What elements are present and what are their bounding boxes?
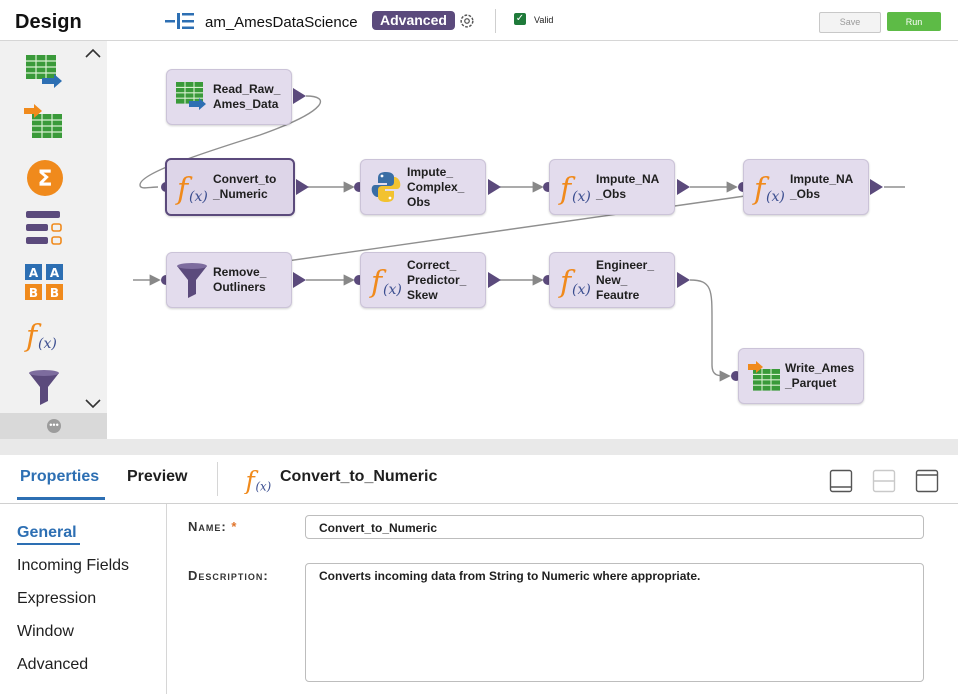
chevron-up-icon[interactable]: [84, 46, 102, 60]
selected-object-title: Convert_to_Numeric: [280, 468, 438, 485]
mode-badge[interactable]: Advanced: [372, 11, 455, 30]
nav-item-expression[interactable]: Expression: [17, 590, 97, 607]
source-table-icon[interactable]: [22, 52, 66, 92]
nav-item-advanced[interactable]: Advanced: [17, 656, 89, 673]
node-label: Write_Ames _Parquet: [785, 361, 855, 390]
name-label-text: Name:: [188, 519, 227, 534]
valid-label: Valid: [534, 15, 554, 25]
tab-preview[interactable]: Preview: [127, 468, 188, 485]
description-field[interactable]: Converts incoming data from String to Nu…: [305, 563, 924, 682]
expression-fx-icon: [752, 172, 785, 205]
node-read-raw-ames-data[interactable]: Read_Raw_ Ames_Data: [166, 69, 292, 125]
expression-fx-icon: [369, 265, 402, 298]
python-icon: [371, 172, 401, 202]
node-label: Correct_ Predictor_ Skew: [407, 257, 467, 302]
properties-tab-bar: [0, 455, 958, 504]
active-nav-indicator: [17, 543, 80, 545]
node-remove-outliners[interactable]: Remove_ Outliners: [166, 252, 292, 308]
valid-check-icon: ✓: [514, 13, 526, 25]
expression-fx-icon: [558, 265, 591, 298]
node-label: Engineer_ New_ Feautre: [596, 257, 655, 302]
header-separator: [495, 9, 496, 33]
filter-funnel-icon: [177, 263, 207, 298]
svg-text:Σ: Σ: [37, 167, 52, 192]
layout-top-panel-icon[interactable]: [915, 469, 939, 493]
properties-nav: [0, 504, 167, 694]
required-marker: *: [231, 519, 238, 534]
target-table-icon: [748, 361, 781, 392]
expression-fx-icon: [243, 466, 272, 494]
layout-split-panel-icon[interactable]: [872, 469, 896, 493]
source-table-icon: [175, 81, 206, 110]
node-write-ames-parquet[interactable]: Write_Ames _Parquet: [738, 348, 864, 404]
more-icon[interactable]: •••: [47, 419, 61, 433]
node-label: Impute_NA _Obs: [790, 172, 854, 201]
target-table-icon[interactable]: [22, 102, 66, 142]
nav-item-window[interactable]: Window: [17, 623, 74, 640]
svg-text:B: B: [50, 286, 59, 300]
expression-fx-icon: [558, 172, 591, 205]
mapping-icon: [165, 13, 194, 29]
node-label: Convert_to _Numeric: [213, 172, 277, 201]
node-impute-na-obs-2[interactable]: Impute_NA _Obs: [743, 159, 869, 215]
save-button[interactable]: Save: [819, 12, 881, 33]
node-label: Impute_NA _Obs: [596, 172, 660, 201]
svg-text:B: B: [29, 286, 38, 300]
node-impute-complex-obs[interactable]: Impute_ Complex_ Obs: [360, 159, 486, 215]
tab-separator: [217, 462, 218, 496]
hierarchy-icon[interactable]: [22, 208, 66, 248]
ab-mapping-icon[interactable]: A A B B: [22, 262, 66, 302]
aggregator-sigma-icon[interactable]: Σ: [22, 158, 66, 198]
node-label: Read_Raw_ Ames_Data: [213, 82, 281, 111]
description-label: Description:: [188, 568, 269, 583]
gear-icon[interactable]: [458, 12, 476, 30]
run-button[interactable]: Run: [887, 12, 941, 31]
name-field[interactable]: Convert_to_Numeric: [305, 515, 924, 539]
nav-item-general[interactable]: General: [17, 524, 77, 541]
layout-bottom-panel-icon[interactable]: [829, 469, 853, 493]
node-label: Impute_ Complex_ Obs: [407, 164, 465, 209]
node-engineer-new-feautre[interactable]: Engineer_ New_ Feautre: [549, 252, 675, 308]
svg-text:A: A: [50, 266, 60, 280]
page-title: Design: [15, 11, 82, 33]
name-label: Name: *: [188, 519, 237, 534]
chevron-down-icon[interactable]: [84, 396, 102, 410]
node-impute-na-obs-1[interactable]: Impute_NA _Obs: [549, 159, 675, 215]
node-label: Remove_ Outliners: [213, 265, 267, 294]
active-tab-indicator: [17, 497, 105, 500]
panel-divider[interactable]: [0, 439, 958, 455]
nav-item-incoming-fields[interactable]: Incoming Fields: [17, 557, 130, 574]
mapping-name: am_AmesDataScience: [205, 14, 358, 31]
node-convert-to-numeric[interactable]: Convert_to _Numeric: [165, 158, 295, 216]
node-correct-predictor-skew[interactable]: Correct_ Predictor_ Skew: [360, 252, 486, 308]
svg-text:A: A: [29, 266, 39, 280]
tab-properties[interactable]: Properties: [20, 468, 100, 485]
expression-fx-icon: [175, 172, 208, 205]
app-header: [0, 0, 958, 41]
